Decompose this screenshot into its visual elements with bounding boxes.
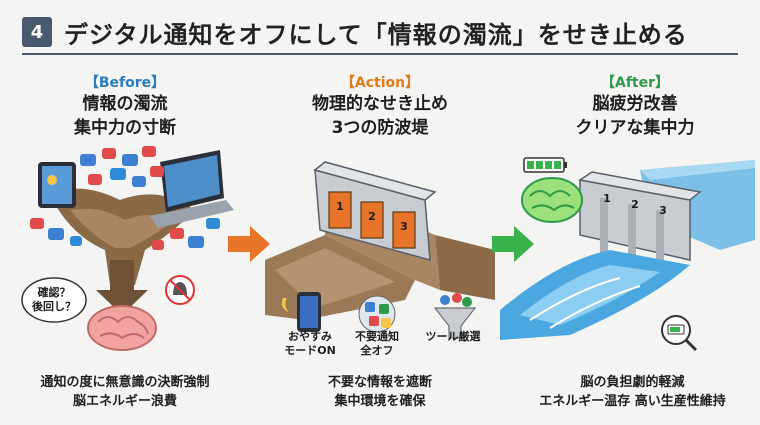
header-divider bbox=[22, 53, 738, 55]
dam-gate-2 bbox=[360, 201, 384, 239]
magnifier-battery-icon bbox=[661, 315, 698, 352]
after-gate-number-1: 1 bbox=[603, 192, 611, 205]
after-tag: 【After】 bbox=[600, 75, 670, 91]
before-heading-1: 情報の濁流 bbox=[82, 94, 168, 114]
action-label-2-line-2: 全オフ bbox=[360, 344, 394, 357]
funnel-icon bbox=[433, 293, 477, 339]
after-heading-1: 脳疲労改善 bbox=[592, 94, 678, 114]
after-caption: 脳の負担劇的軽減 エネルギー温存 高い生産性維持 bbox=[510, 373, 755, 411]
after-gate-number-2: 2 bbox=[631, 198, 639, 211]
before-caption-line-1: 通知の度に無意識の決断強制 bbox=[40, 375, 210, 390]
action-illustration: 1 2 3 おやすみ モードON 不要通知 全オフ ツール厳選 bbox=[265, 140, 495, 358]
speech-bubble bbox=[21, 277, 87, 323]
gate-number-3: 3 bbox=[400, 220, 408, 233]
action-label-tool-selection: ツール厳選 bbox=[425, 330, 481, 343]
action-column-header: 【Action】 物理的なせき止め 3つの防波堤 bbox=[265, 72, 495, 140]
before-column-header: 【Before】 情報の濁流 集中力の寸断 bbox=[10, 72, 240, 140]
section-number-badge: 4 bbox=[22, 17, 52, 47]
after-heading-2: クリアな集中力 bbox=[575, 118, 695, 138]
right-arrow-icon-2 bbox=[492, 226, 534, 262]
after-gate-number-3: 3 bbox=[659, 204, 667, 217]
action-heading-2: 3つの防波堤 bbox=[331, 118, 429, 138]
tablet-icon bbox=[38, 162, 76, 208]
action-caption-line-2: 集中環境を確保 bbox=[334, 394, 426, 409]
healthy-brain-icon bbox=[521, 177, 583, 223]
phone-sleep-icon bbox=[281, 292, 321, 332]
action-label-sleep-mode: おやすみ モードON bbox=[273, 330, 347, 358]
before-caption-line-2: 脳エネルギー浪費 bbox=[72, 394, 177, 409]
before-illustration: 確認？ 後回し？ bbox=[10, 140, 240, 355]
speech-line-2: 後回し？ bbox=[32, 300, 76, 313]
action-caption: 不要な情報を遮断 集中環境を確保 bbox=[265, 373, 495, 411]
clear-water-dam-illustration bbox=[500, 157, 755, 352]
blocked-apps-icon bbox=[358, 295, 396, 333]
notification-bubbles bbox=[30, 146, 220, 250]
dam-gate-illustration bbox=[265, 161, 495, 339]
action-tag: 【Action】 bbox=[340, 75, 420, 91]
before-caption: 通知の度に無意識の決断強制 脳エネルギー浪費 bbox=[10, 373, 240, 411]
brain-icon bbox=[87, 305, 157, 351]
before-heading-2: 集中力の寸断 bbox=[74, 118, 176, 138]
information-flood-illustration bbox=[21, 146, 234, 351]
action-heading-1: 物理的なせき止め bbox=[312, 94, 448, 114]
action-label-1-line-2: モードON bbox=[284, 344, 336, 357]
gate-number-2: 2 bbox=[368, 210, 376, 223]
action-label-2-line-1: 不要通知 bbox=[355, 330, 399, 343]
dam-gate-1 bbox=[328, 191, 352, 229]
after-illustration: 1 2 3 bbox=[500, 140, 755, 355]
speech-line-1: 確認？ bbox=[37, 286, 71, 299]
action-label-1-line-1: おやすみ bbox=[288, 330, 332, 343]
dam-gate-3 bbox=[392, 211, 416, 249]
action-caption-line-1: 不要な情報を遮断 bbox=[327, 375, 432, 390]
gate-number-1: 1 bbox=[336, 200, 344, 213]
speech-text: 確認？ 後回し？ bbox=[26, 286, 82, 314]
after-caption-line-1: 脳の負担劇的軽減 bbox=[580, 375, 685, 390]
right-arrow-icon bbox=[228, 226, 270, 262]
before-tag: 【Before】 bbox=[84, 75, 166, 91]
after-caption-line-2: エネルギー温存 高い生産性維持 bbox=[539, 394, 726, 409]
laptop-icon bbox=[150, 150, 234, 228]
battery-full-icon bbox=[523, 157, 567, 173]
action-label-notifications-off: 不要通知 全オフ bbox=[345, 330, 409, 358]
slide-title: デジタル通知をオフにして「情報の濁流」をせき止める bbox=[64, 20, 688, 49]
slide-header: 4 デジタル通知をオフにして「情報の濁流」をせき止める bbox=[10, 12, 750, 52]
muted-notification-icon bbox=[165, 275, 195, 305]
after-column-header: 【After】 脳疲労改善 クリアな集中力 bbox=[520, 72, 750, 140]
